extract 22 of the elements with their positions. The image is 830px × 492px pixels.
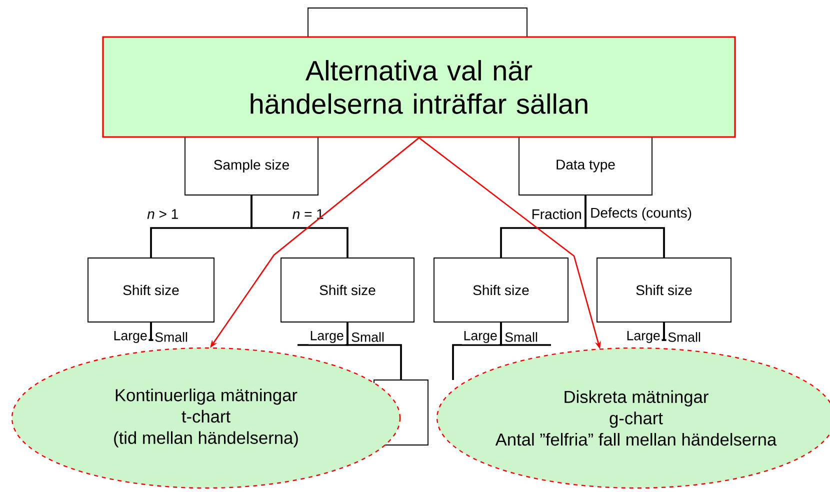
edge-label: Defects (counts) <box>588 206 694 222</box>
edge-label: n > 1 <box>146 208 180 220</box>
tree-line <box>346 322 402 380</box>
tree-line <box>584 195 665 258</box>
branch-label: Large <box>112 330 149 344</box>
tree-line <box>250 195 348 258</box>
decision-box: Shift size <box>88 258 214 322</box>
branch-label: Large <box>308 330 346 344</box>
empty-box <box>308 8 528 38</box>
title-banner: Alternativa val när händelserna inträffar sällan <box>102 36 736 138</box>
branch-label: Small <box>666 330 702 344</box>
decision-box: Data type <box>518 136 652 196</box>
edge-label: Fraction <box>530 208 584 220</box>
decision-box: Shift size <box>280 258 414 322</box>
decision-box: Shift size <box>596 258 732 322</box>
branch-label: Small <box>503 330 540 344</box>
branch-label: Small <box>153 330 190 344</box>
branch-label: Large <box>462 330 499 344</box>
edge-label: Small <box>350 330 386 344</box>
decision-box: Shift size <box>434 258 568 322</box>
branch-label: Large <box>624 330 662 344</box>
decision-box: Sample size <box>184 136 318 196</box>
